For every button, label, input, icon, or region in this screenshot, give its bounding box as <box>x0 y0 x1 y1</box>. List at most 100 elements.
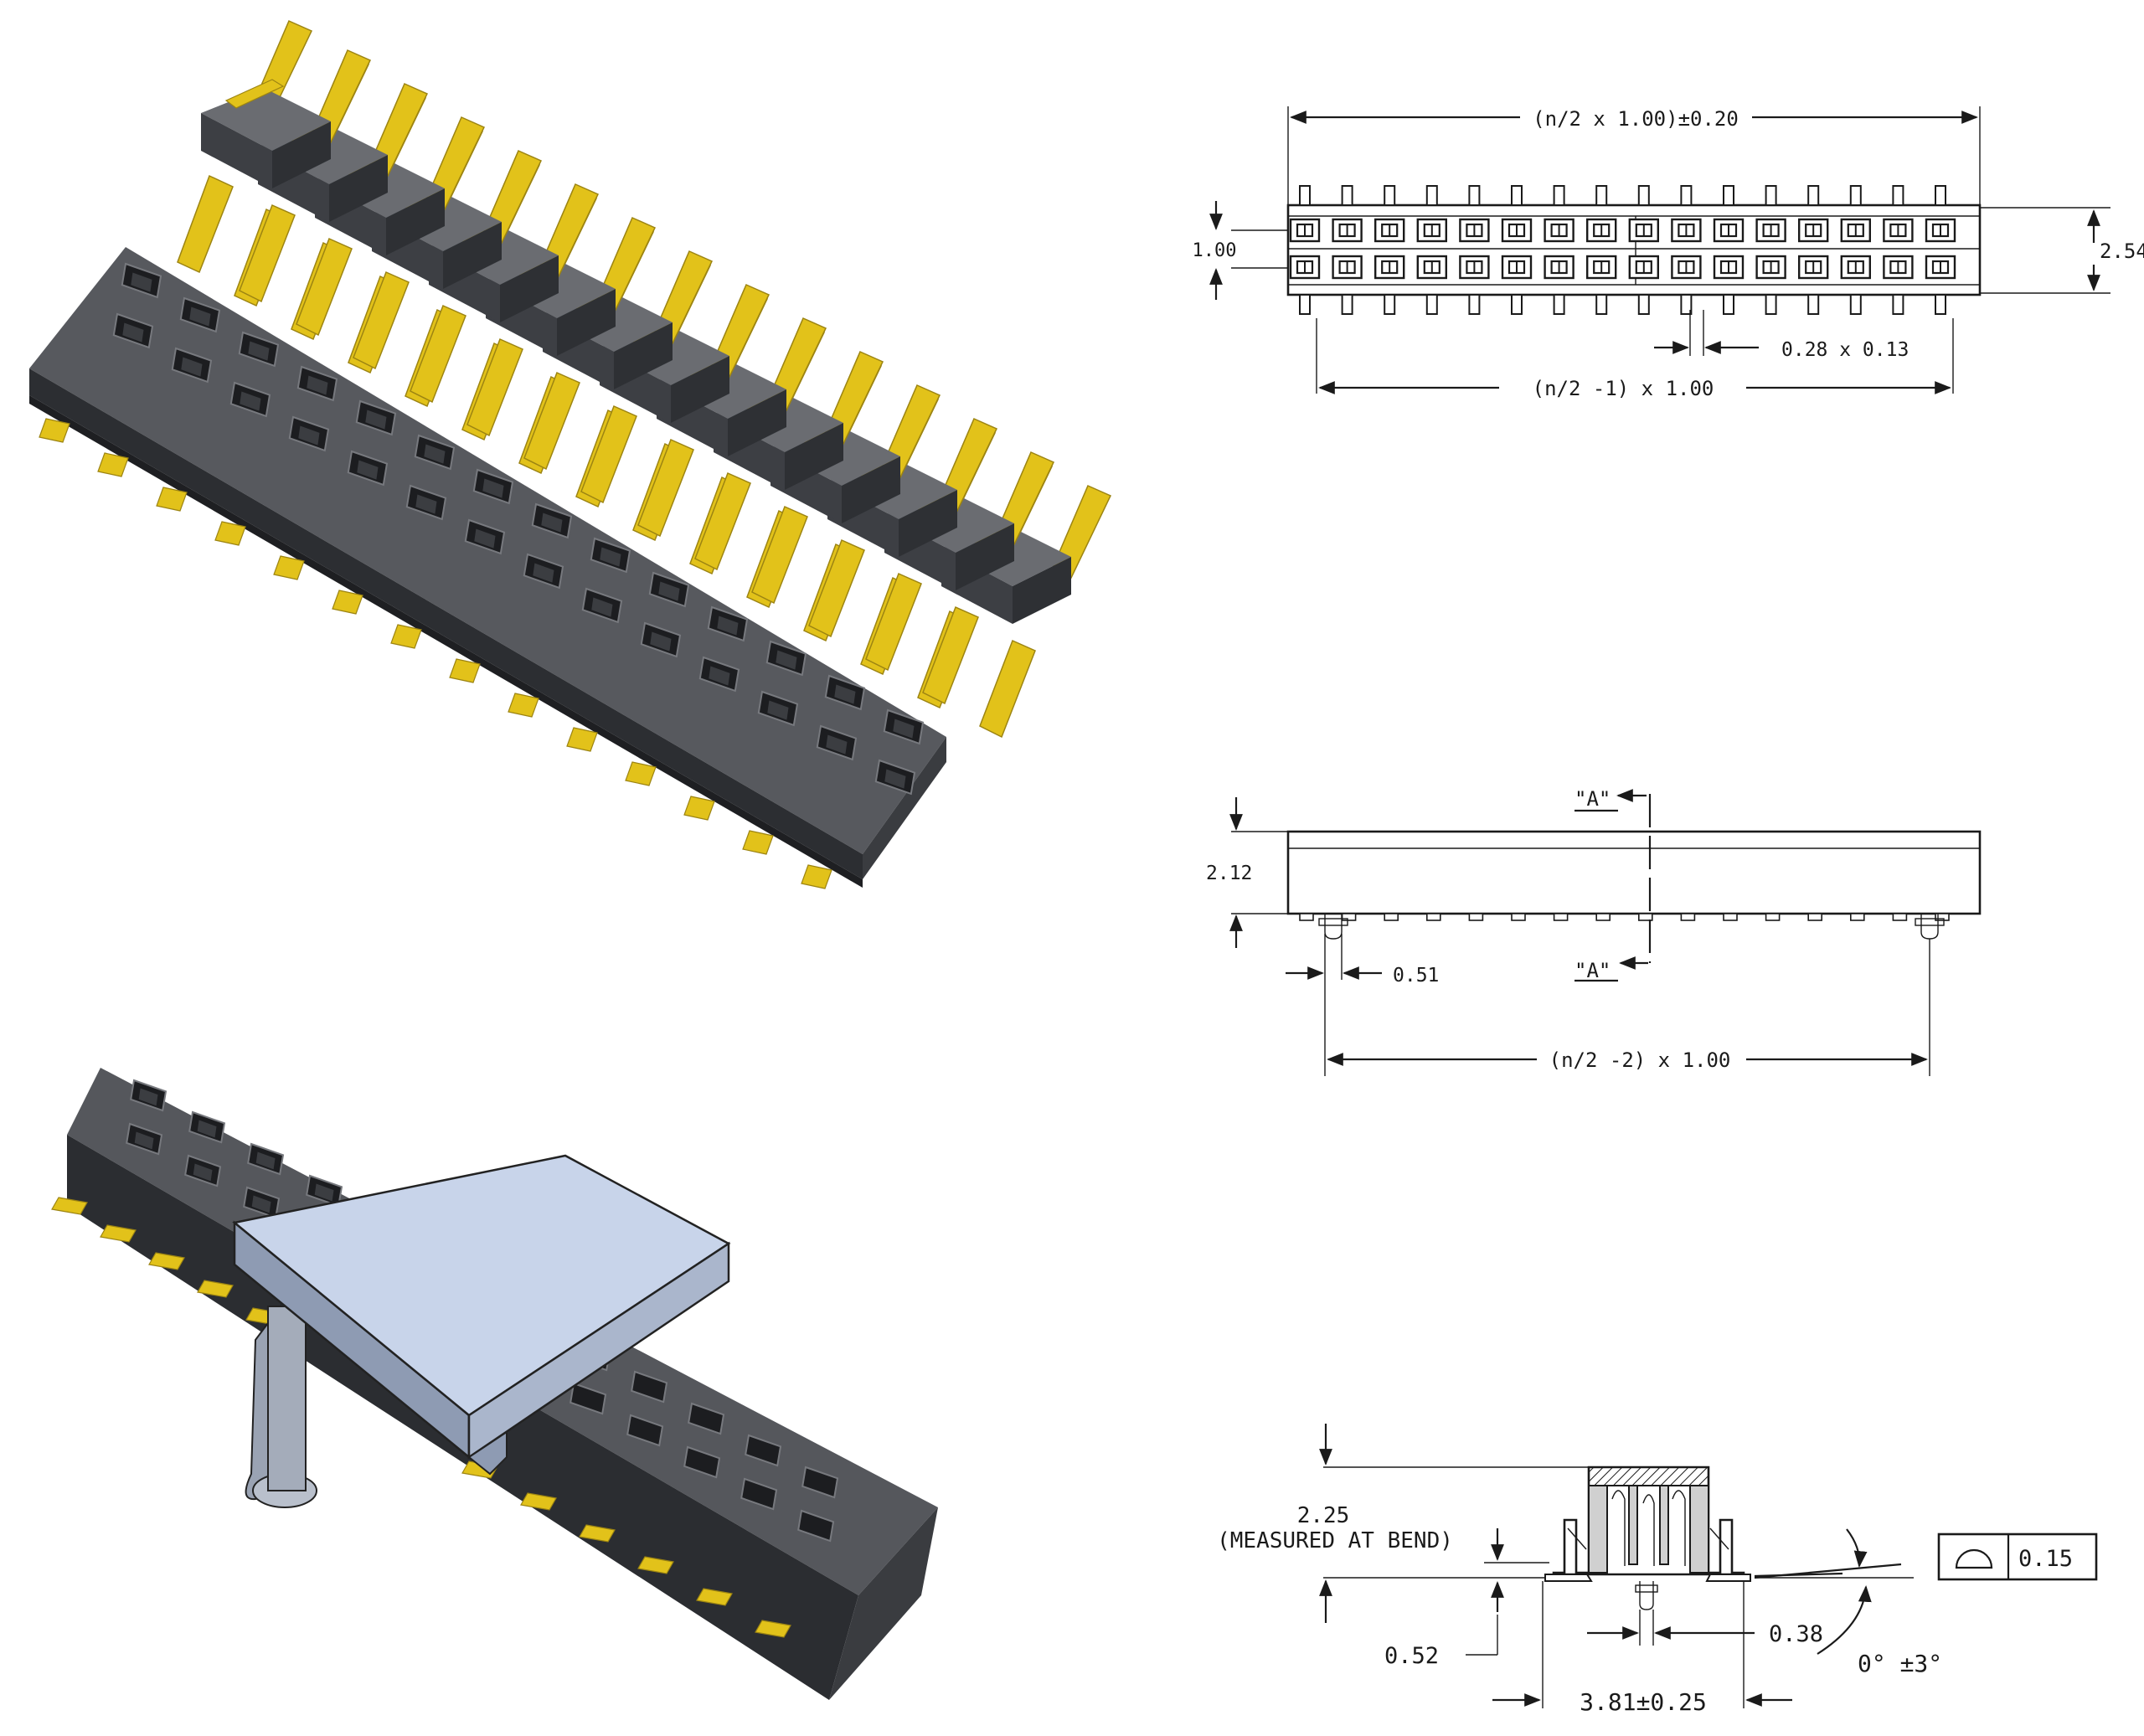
header-pin-tail <box>466 337 523 437</box>
top-pin-upper <box>1849 185 1862 206</box>
socket-cell-inner <box>197 1120 217 1138</box>
section-height-label: 2.25 <box>1297 1503 1350 1528</box>
top-pin-upper <box>1299 185 1311 206</box>
contact-cell <box>1289 218 1321 243</box>
socket-cell-inner <box>424 444 446 464</box>
header-pin-tail <box>808 538 865 638</box>
contact-cell <box>1544 255 1574 280</box>
header-pin-tail <box>353 270 410 370</box>
socket-cell-inner <box>193 1163 213 1182</box>
socket-cell-inner <box>181 357 203 377</box>
socket-tail <box>625 761 657 786</box>
header-housing-end <box>785 423 843 490</box>
socket-base-band <box>29 395 863 888</box>
header-pin-tail <box>751 505 808 605</box>
header-housing-end <box>557 289 616 356</box>
side-view-drawing: 2.12 "A" "A" 0.51 (n/2 -2) x 1.00 <box>1206 787 1982 1076</box>
header-pin-tail <box>177 174 234 274</box>
contact-cell <box>1459 218 1490 243</box>
header-pin-tail <box>580 404 637 504</box>
foot-label: 0.52 <box>1384 1643 1439 1669</box>
top-pin-upper <box>1765 185 1777 206</box>
socket-cell-inner <box>314 1183 334 1202</box>
side-tail <box>1341 913 1357 921</box>
contact-cell <box>1416 255 1448 280</box>
socket-tail <box>156 487 188 512</box>
socket-cell-inner <box>591 597 613 617</box>
contact-cell <box>1755 255 1786 280</box>
socket-cell-inner <box>138 1088 158 1106</box>
side-tail <box>1850 913 1865 921</box>
header-housing-end <box>329 155 388 222</box>
section-height-note: (MEASURED AT BEND) <box>1217 1528 1453 1553</box>
header-housing-end <box>272 121 331 188</box>
socket-cell-inner <box>248 341 270 361</box>
header-pin-tail <box>637 438 694 538</box>
socket-cell-inner <box>251 1195 271 1213</box>
socket-cell-inner <box>541 513 563 533</box>
top-pin-lower <box>1425 294 1438 315</box>
top-pin-upper <box>1723 185 1734 206</box>
contact-cell <box>1544 218 1574 243</box>
socket-tail <box>449 658 481 683</box>
side-tail <box>1807 913 1822 921</box>
side-tail <box>1723 913 1738 921</box>
top-pin-upper <box>1341 185 1353 206</box>
socket-tail <box>579 1524 616 1543</box>
angle-label: 0° ±3° <box>1858 1650 1942 1677</box>
contact-cell <box>1883 255 1914 280</box>
top-pin-upper <box>1553 185 1565 206</box>
socket-cell-inner <box>122 322 144 343</box>
header-housing-end <box>956 523 1014 590</box>
header-housing-end <box>1013 557 1071 624</box>
top-pin-upper <box>1511 185 1523 206</box>
header-contact <box>224 79 285 109</box>
socket-cell <box>570 1382 607 1415</box>
socket-tail <box>637 1556 674 1574</box>
header-housing-end <box>500 255 559 322</box>
header-pin-tail <box>239 203 296 303</box>
header-housing-end <box>443 222 502 289</box>
socket-tail <box>273 555 305 580</box>
header-housing-end <box>899 490 957 557</box>
top-pin-upper <box>1892 185 1904 206</box>
socket-cell-inner <box>893 719 915 739</box>
socket-cell <box>688 1402 725 1435</box>
top-pin-lower <box>1341 294 1353 315</box>
pin-span-label: (n/2 -1) x 1.00 <box>1533 377 1714 400</box>
side-tail <box>1595 913 1611 921</box>
socket-tail <box>197 1280 234 1298</box>
socket-tail <box>566 727 598 752</box>
top-pin-lower <box>1384 294 1396 315</box>
socket-tail <box>508 693 539 718</box>
side-tail <box>1299 913 1314 921</box>
socket-cell-inner <box>767 700 789 720</box>
top-pin-lower <box>1680 294 1693 315</box>
top-pin-lower <box>1892 294 1904 315</box>
socket-tail <box>390 624 422 649</box>
socket-tail <box>332 590 363 615</box>
top-pin-upper <box>1384 185 1396 206</box>
side-tail <box>1468 913 1484 921</box>
header-housing-end <box>386 188 445 255</box>
top-pin-upper <box>1637 185 1650 206</box>
socket-cell-inner <box>717 616 739 636</box>
section-view-drawing: 2.25 (MEASURED AT BEND) 0.52 0.38 3.81±0… <box>1217 1424 2098 1716</box>
socket-cell-inner <box>600 547 621 567</box>
header-pin-tail <box>979 639 1036 739</box>
socket-cell-inner <box>134 1131 154 1150</box>
socket-cell-inner <box>776 650 797 670</box>
contact-cell <box>1883 218 1914 243</box>
header-pin-tail <box>410 304 466 404</box>
pick-cap <box>232 1154 731 1508</box>
side-tail <box>1426 913 1441 921</box>
top-pin-lower <box>1723 294 1734 315</box>
header-pin-tail <box>523 371 580 471</box>
top-pin-upper <box>1468 185 1481 206</box>
socket-cell-inner <box>131 272 152 292</box>
socket-tail <box>742 830 774 855</box>
pin-size-label: 0.28 x 0.13 <box>1781 339 1909 361</box>
top-pin-upper <box>1807 185 1820 206</box>
